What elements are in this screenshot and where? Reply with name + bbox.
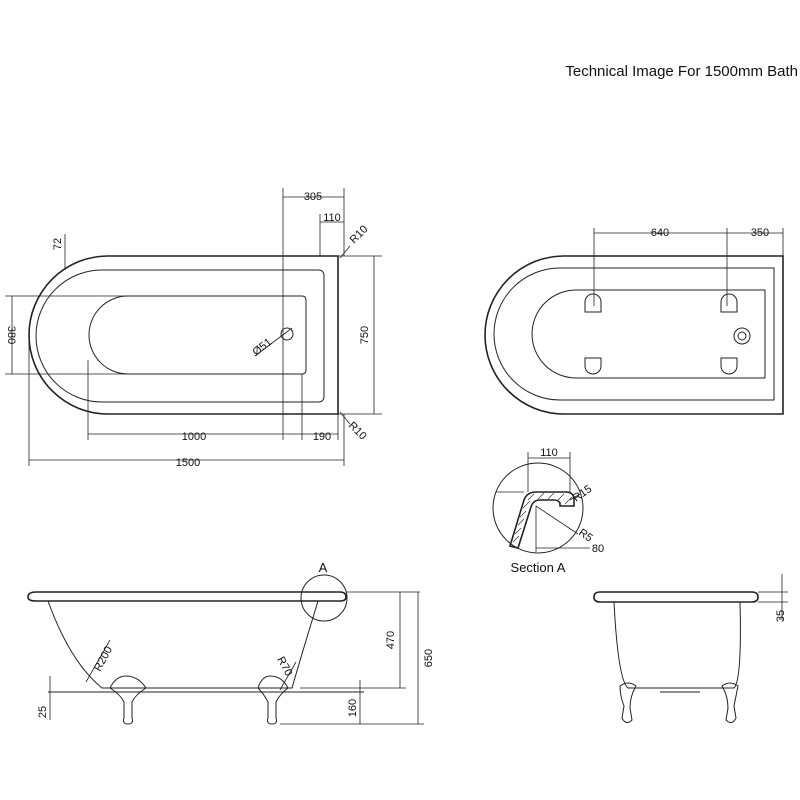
- dim-1000: 1000: [182, 431, 206, 443]
- waste-outlet: [733, 327, 751, 345]
- top-view: 305 110 72 R10 380 750 Ø51 1000 190 R10: [5, 188, 382, 469]
- end-foot-right: [721, 682, 739, 724]
- dim-d51: Ø51: [250, 336, 274, 358]
- underside-view: 640 350: [484, 227, 784, 415]
- callout-a-label: A: [319, 560, 328, 575]
- dim-110: 110: [323, 212, 341, 224]
- foot-mount-1: [584, 293, 602, 313]
- underside-basin: [531, 289, 766, 379]
- underside-inner-rim: [493, 267, 775, 401]
- dim-350: 350: [751, 227, 769, 239]
- top-view-basin: [88, 295, 307, 375]
- dim-650: 650: [423, 649, 435, 667]
- end-view-body: [613, 601, 741, 689]
- dim-470: 470: [385, 631, 397, 649]
- section-a-profile: [508, 491, 575, 549]
- end-view-rim: [593, 591, 759, 603]
- dim-1500: 1500: [176, 457, 200, 469]
- dim-section-110: 110: [540, 447, 558, 459]
- foot-mount-2: [720, 293, 738, 313]
- dim-640: 640: [651, 227, 669, 239]
- callout-a-circle: [300, 574, 348, 622]
- section-a-detail: 110 R15 R5 80 Section A: [492, 447, 604, 575]
- underside-outer-rim: [484, 255, 784, 415]
- side-foot-right: [257, 675, 289, 725]
- dim-305: 305: [304, 191, 322, 203]
- top-view-inner-rim: [35, 269, 325, 403]
- dim-35: 35: [775, 610, 787, 622]
- section-a-label: Section A: [511, 560, 566, 575]
- dim-750: 750: [359, 326, 371, 344]
- dim-160: 160: [347, 699, 359, 717]
- dim-25: 25: [37, 706, 49, 718]
- side-view: A R200 R70 470 650 25 160: [27, 560, 435, 725]
- end-view: 35: [593, 574, 788, 724]
- drawing-title: Technical Image For 1500mm Bath: [565, 63, 798, 80]
- section-a-circle: [492, 462, 584, 554]
- dim-section-80: 80: [592, 543, 604, 555]
- dim-72: 72: [52, 238, 64, 250]
- foot-mount-3: [584, 357, 602, 375]
- dim-r5: R5: [576, 527, 594, 545]
- side-foot-left: [109, 675, 147, 725]
- drain-hole: [280, 327, 294, 341]
- top-view-outer-rim: [28, 255, 339, 415]
- side-view-rim: [27, 591, 347, 602]
- dim-r200: R200: [92, 645, 115, 674]
- dim-190: 190: [313, 431, 331, 443]
- foot-mount-4: [720, 357, 738, 375]
- dim-380: 380: [5, 326, 17, 344]
- dim-r10-top: R10: [348, 223, 371, 246]
- side-view-body: [47, 600, 319, 689]
- end-foot-left: [619, 682, 637, 724]
- dim-r70: R70: [274, 655, 294, 678]
